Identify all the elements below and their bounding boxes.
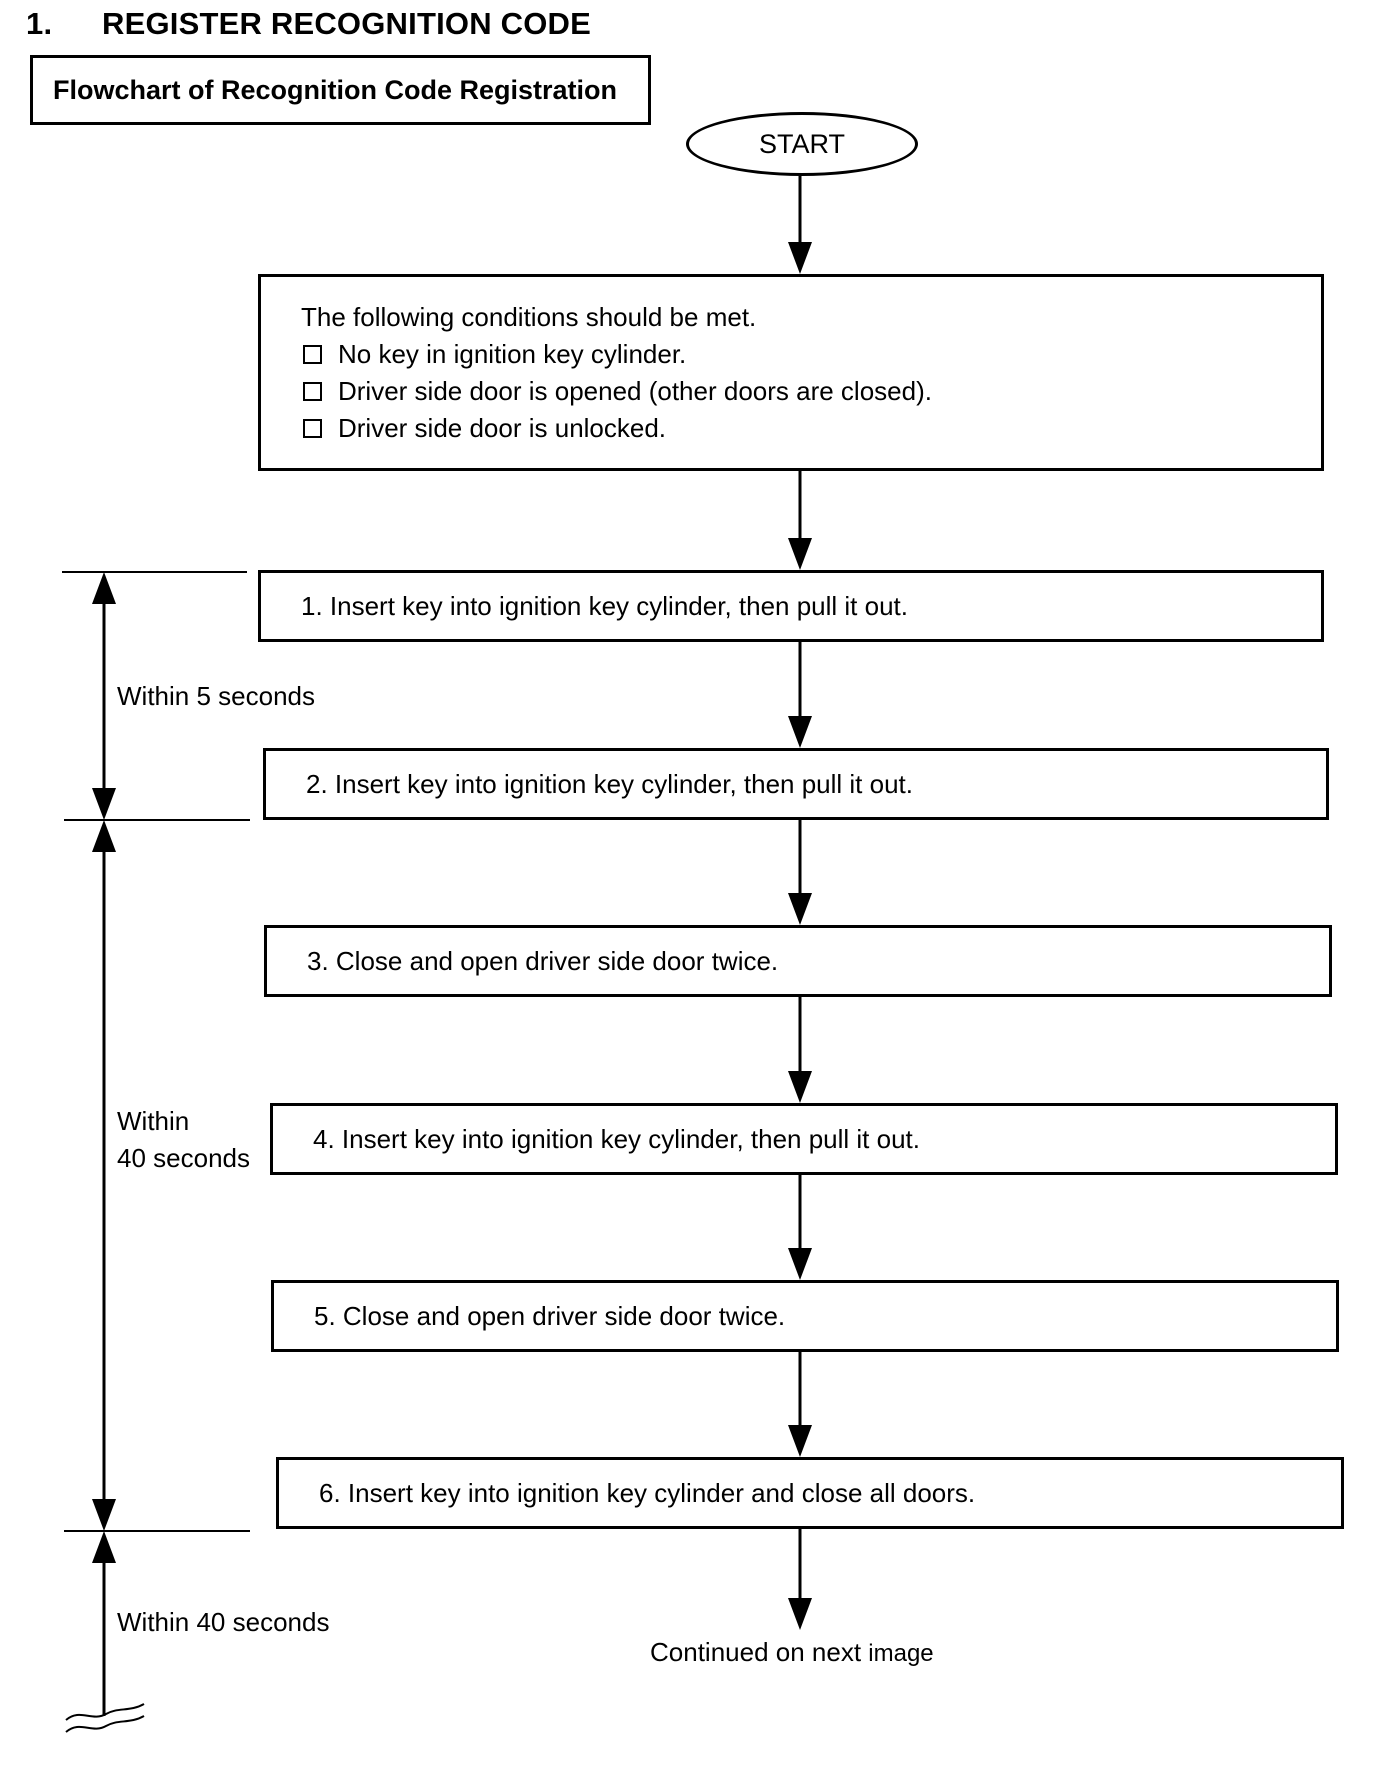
flowchart-title-box: Flowchart of Recognition Code Registrati… [30, 55, 651, 125]
arrowhead-icon [788, 1071, 812, 1103]
step-6-text: 6. Insert key into ignition key cylinder… [319, 1477, 976, 1508]
flow-arrows [788, 176, 812, 1630]
timing-reference-lines [62, 571, 250, 1532]
conditions-box: The following conditions should be met. … [258, 274, 1324, 471]
section-title: REGISTER RECOGNITION CODE [102, 6, 591, 41]
arrowhead-down-icon [92, 1499, 116, 1531]
step-2-box: 2. Insert key into ignition key cylinder… [263, 748, 1329, 820]
timing-dimension-arrows [92, 572, 116, 1716]
checkbox-icon [303, 419, 322, 438]
timing-label-40s: Within 40 seconds [117, 1103, 250, 1177]
condition-item: No key in ignition key cylinder. [301, 336, 1321, 373]
condition-text: No key in ignition key cylinder. [338, 339, 687, 369]
step-1-box: 1. Insert key into ignition key cylinder… [258, 570, 1324, 642]
break-symbol-icon [65, 1703, 145, 1733]
step-3-box: 3. Close and open driver side door twice… [264, 925, 1332, 997]
step-4-box: 4. Insert key into ignition key cylinder… [270, 1103, 1338, 1175]
arrowhead-down-icon [92, 788, 116, 820]
arrowhead-icon [788, 538, 812, 570]
arrowhead-icon [788, 893, 812, 925]
timing-label-5s: Within 5 seconds [117, 678, 315, 715]
flowchart-title: Flowchart of Recognition Code Registrati… [53, 74, 618, 105]
timing-label-40s-b-text: Within 40 seconds [117, 1607, 330, 1637]
condition-item: Driver side door is unlocked. [301, 410, 1321, 447]
timing-label-40s-line1: Within [117, 1106, 190, 1136]
start-label: START [758, 128, 845, 159]
step-3-text: 3. Close and open driver side door twice… [307, 945, 779, 976]
section-number: 1. [26, 6, 53, 41]
step-5-text: 5. Close and open driver side door twice… [314, 1300, 786, 1331]
step-5-box: 5. Close and open driver side door twice… [271, 1280, 1339, 1352]
arrowhead-icon [788, 1598, 812, 1630]
start-terminal: START [686, 112, 918, 176]
checkbox-icon [303, 382, 322, 401]
arrowhead-icon [788, 1425, 812, 1457]
timing-label-40s-line2: 40 seconds [117, 1143, 250, 1173]
checkbox-icon [303, 345, 322, 364]
arrowhead-icon [788, 242, 812, 274]
conditions-intro-text: The following conditions should be met. [301, 302, 757, 332]
step-1-text: 1. Insert key into ignition key cylinder… [301, 590, 909, 621]
arrowhead-up-icon [92, 820, 116, 852]
condition-text: Driver side door is unlocked. [338, 413, 667, 443]
arrowhead-icon [788, 716, 812, 748]
arrowhead-up-icon [92, 1531, 116, 1563]
section-heading: 1. REGISTER RECOGNITION CODE [26, 6, 591, 42]
step-4-text: 4. Insert key into ignition key cylinder… [313, 1123, 921, 1154]
arrowhead-up-icon [92, 572, 116, 604]
condition-text: Driver side door is opened (other doors … [338, 376, 932, 406]
step-2-text: 2. Insert key into ignition key cylinder… [306, 768, 914, 799]
continued-text: Continued on next [650, 1637, 869, 1667]
step-6-box: 6. Insert key into ignition key cylinder… [276, 1457, 1344, 1529]
timing-label-40s-b: Within 40 seconds [117, 1604, 329, 1641]
timing-label-5s-text: Within 5 seconds [117, 681, 315, 711]
condition-item: Driver side door is opened (other doors … [301, 373, 1321, 410]
arrowhead-icon [788, 1248, 812, 1280]
continued-note: Continued on next image [650, 1637, 934, 1668]
continued-text-small: image [868, 1640, 934, 1667]
conditions-intro: The following conditions should be met. [301, 299, 1321, 336]
